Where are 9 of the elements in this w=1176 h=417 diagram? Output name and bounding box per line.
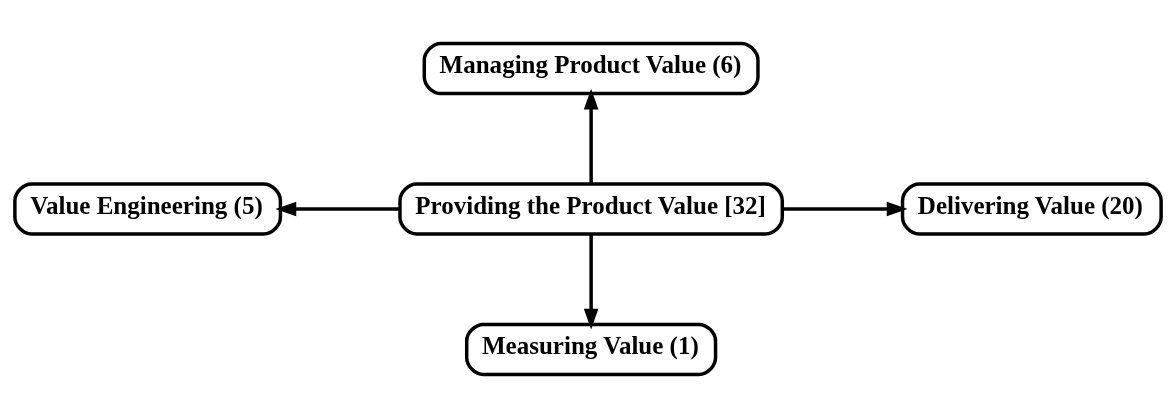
node-box: Value Engineering (5) xyxy=(13,181,283,236)
arrow xyxy=(583,233,599,330)
arrow xyxy=(782,201,908,216)
arrow xyxy=(275,201,400,216)
node-box: Managing Product Value (6) xyxy=(422,41,760,95)
arrow xyxy=(583,88,599,184)
node-box: Measuring Value (1) xyxy=(464,322,718,376)
node-box: Providing the Product Value [32] xyxy=(398,181,785,236)
node-box: Delivering Value (20) xyxy=(900,181,1163,236)
